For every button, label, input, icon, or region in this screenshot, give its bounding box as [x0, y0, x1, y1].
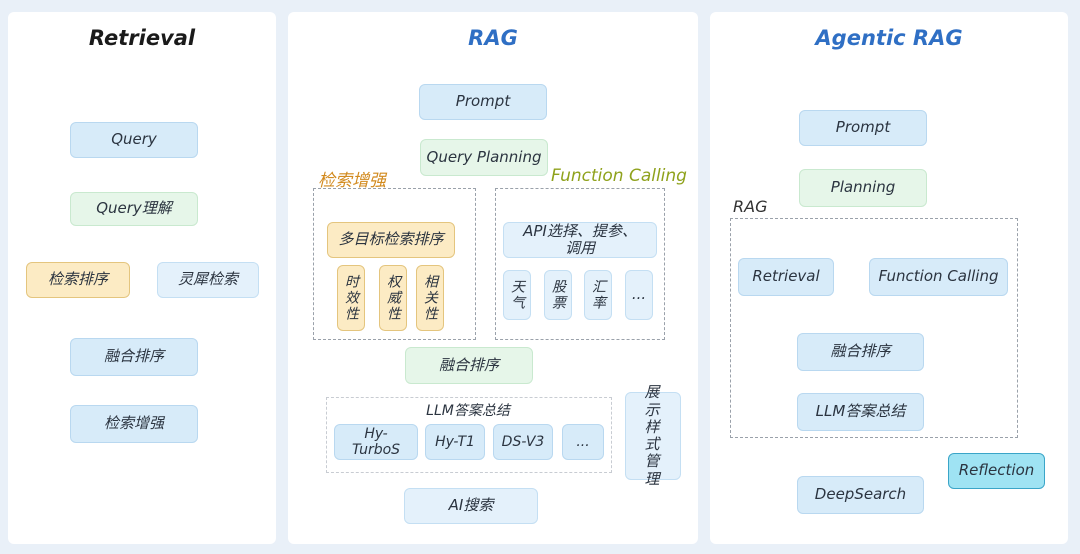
retrieval-enhance-label: 检索增强 [318, 171, 386, 191]
llm-summary-label: LLM答案总结 [426, 402, 510, 419]
rag-group [730, 218, 1018, 438]
ai-search-box: AI搜索 [404, 488, 538, 524]
llm-summary-group [326, 397, 612, 473]
model-ds-v3: DS-V3 [493, 424, 553, 460]
rag-title: RAG [468, 26, 518, 50]
model-hy-turbos: Hy-TurboS [334, 424, 418, 460]
rag-prompt-box: Prompt [419, 84, 547, 120]
retrieval-enhance-group [313, 188, 476, 340]
rag-fusion-rank-box: 融合排序 [405, 347, 533, 384]
relevance-box: 相关性 [416, 265, 444, 331]
retrieval-title: Retrieval [88, 26, 196, 50]
reflection-box: Reflection [948, 453, 1045, 489]
multi-target-rank-box: 多目标检索排序 [327, 222, 455, 258]
stock-box: 股票 [544, 270, 572, 320]
agentic-llm-summary-box: LLM答案总结 [797, 393, 924, 431]
rag-group-label: RAG [733, 197, 768, 216]
agentic-function-calling-box: Function Calling [869, 258, 1008, 296]
model-hy-t1: Hy-T1 [425, 424, 485, 460]
fusion-rank-box: 融合排序 [70, 338, 198, 376]
authority-box: 权威性 [379, 265, 407, 331]
query-planning-box: Query Planning [420, 139, 548, 176]
api-select-box: API选择、提参、调用 [503, 222, 657, 258]
query-box: Query [70, 122, 198, 158]
agentic-prompt-box: Prompt [799, 110, 927, 146]
deepsearch-box: DeepSearch [797, 476, 924, 514]
weather-box: 天气 [503, 270, 531, 320]
agentic-fusion-rank-box: 融合排序 [797, 333, 924, 371]
agentic-retrieval-box: Retrieval [738, 258, 834, 296]
function-calling-group [495, 188, 665, 340]
exchange-box: 汇率 [584, 270, 612, 320]
model-more: ... [562, 424, 604, 460]
agentic-title: Agentic RAG [815, 26, 963, 50]
function-calling-label: Function Calling [551, 166, 687, 186]
more-api-box: ... [625, 270, 653, 320]
query-understanding-box: Query理解 [70, 192, 198, 226]
search-rank-box: 检索排序 [26, 262, 130, 298]
retrieval-enhance-box: 检索增强 [70, 405, 198, 443]
smart-search-box: 灵犀检索 [157, 262, 259, 298]
planning-box: Planning [799, 169, 927, 207]
display-style-box: 展示样式管理 [625, 384, 681, 487]
timeliness-box: 时效性 [337, 265, 365, 331]
